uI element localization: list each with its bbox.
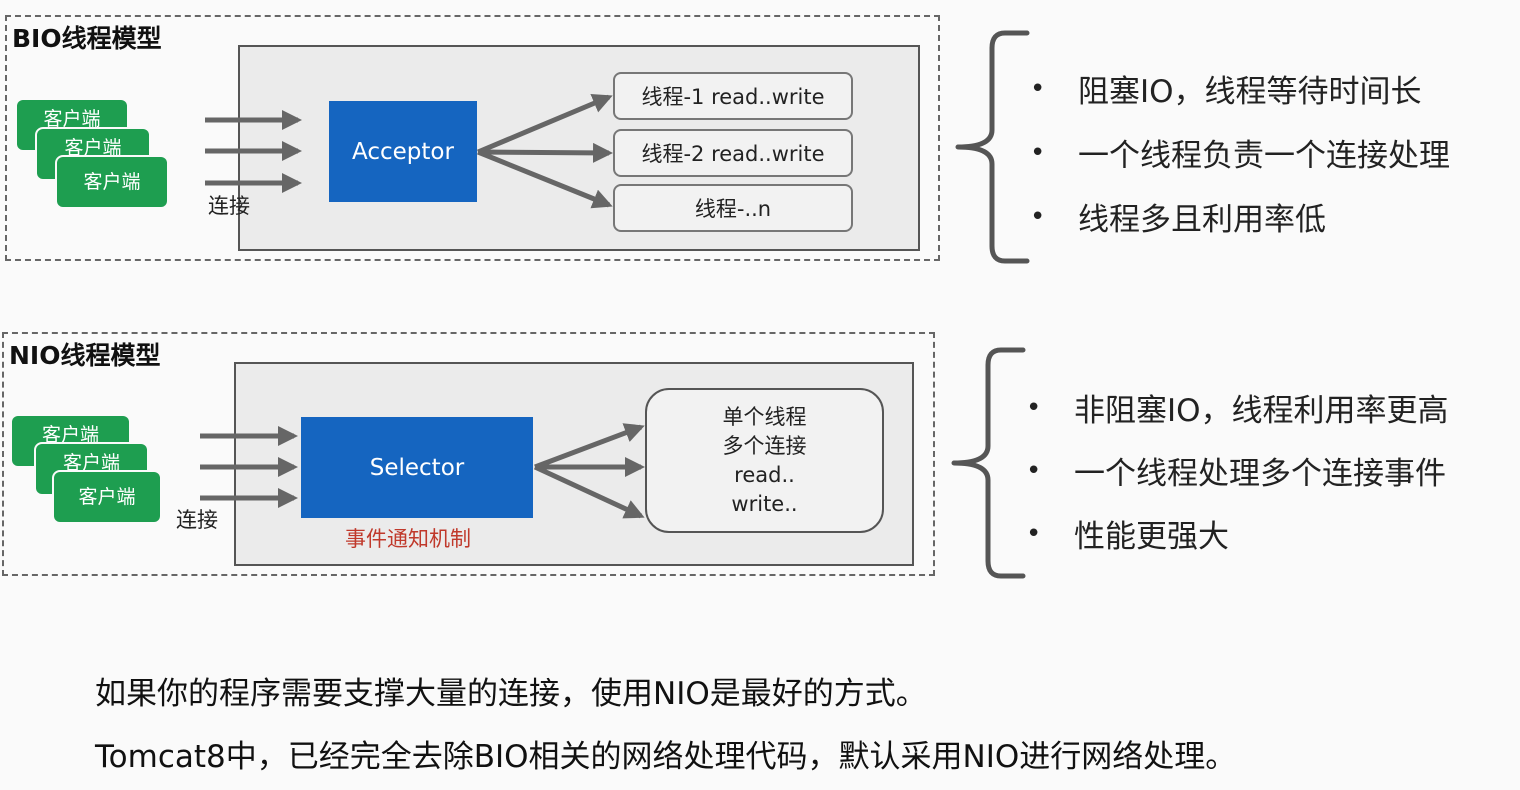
nio-section-title: NIO线程模型 bbox=[9, 341, 161, 370]
nio-thread-line-2: 多个连接 bbox=[722, 433, 807, 458]
bio-section-title: BIO线程模型 bbox=[12, 24, 162, 53]
bio-connect-label: 连接 bbox=[208, 194, 250, 218]
bio-thread-1: 线程-1 read..write bbox=[613, 72, 853, 120]
nio-bullet-2-text: 一个线程处理多个连接事件 bbox=[1074, 456, 1446, 492]
nio-thread-line-1: 单个线程 bbox=[722, 404, 807, 429]
nio-event-label: 事件通知机制 bbox=[345, 527, 471, 551]
bio-thread-n: 线程-..n bbox=[613, 184, 853, 232]
bio-bullet-1-text: 阻塞IO，线程等待时间长 bbox=[1078, 74, 1422, 110]
nio-bullet-1-text: 非阻塞IO，线程利用率更高 bbox=[1074, 393, 1449, 429]
nio-thread-line-3: read.. bbox=[734, 462, 795, 487]
bio-dispatch-arrow-2 bbox=[477, 142, 613, 163]
bio-section-frame bbox=[5, 15, 940, 261]
bio-bullet-2: •一个线程负责一个连接处理 bbox=[1030, 130, 1450, 175]
bio-bullet-1: •阻塞IO，线程等待时间长 bbox=[1030, 66, 1422, 111]
bio-bullet-3: •线程多且利用率低 bbox=[1030, 194, 1326, 239]
bio-acceptor-box: Acceptor bbox=[329, 101, 477, 202]
nio-selector-box: Selector bbox=[301, 417, 533, 518]
nio-dispatch-arrow-1 bbox=[534, 423, 645, 470]
bio-dispatch-arrow-3 bbox=[477, 149, 613, 209]
bio-thread-2: 线程-2 read..write bbox=[613, 129, 853, 177]
bio-dispatch-arrow-1 bbox=[477, 93, 613, 155]
nio-bullet-3: •性能更强大 bbox=[1026, 511, 1229, 556]
bio-client-3: 客户端 bbox=[57, 157, 167, 207]
bio-bullet-3-text: 线程多且利用率低 bbox=[1078, 202, 1326, 238]
nio-dispatch-arrow-3 bbox=[533, 464, 645, 519]
nio-bullet-3-text: 性能更强大 bbox=[1074, 519, 1229, 555]
nio-bullet-1: •非阻塞IO，线程利用率更高 bbox=[1026, 385, 1449, 430]
footer-line-1: 如果你的程序需要支撑大量的连接，使用NIO是最好的方式。 bbox=[95, 676, 927, 712]
bio-bullet-2-text: 一个线程负责一个连接处理 bbox=[1078, 138, 1450, 174]
nio-bullet-2: •一个线程处理多个连接事件 bbox=[1026, 448, 1446, 493]
footer-line-2: Tomcat8中，已经完全去除BIO相关的网络处理代码，默认采用NIO进行网络处… bbox=[95, 739, 1237, 775]
nio-thread-line-4: write.. bbox=[731, 491, 798, 516]
nio-client-3: 客户端 bbox=[54, 472, 160, 522]
nio-section-frame bbox=[2, 332, 935, 576]
nio-thread-box: 单个线程 多个连接 read.. write.. bbox=[645, 388, 884, 533]
nio-connect-label: 连接 bbox=[176, 508, 218, 532]
